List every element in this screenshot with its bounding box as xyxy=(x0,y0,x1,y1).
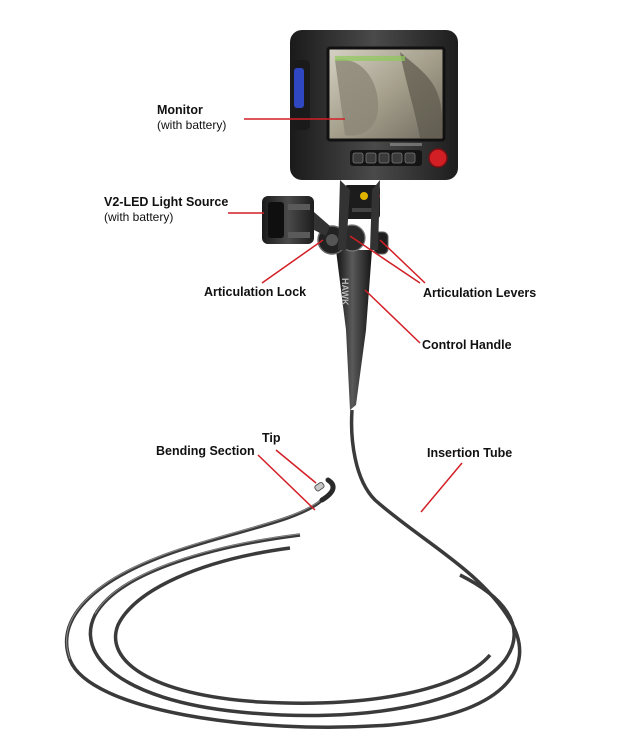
bending-section-label: Bending Section xyxy=(156,444,255,459)
leader-tip xyxy=(275,449,317,484)
leader-articulation-levers-2 xyxy=(379,239,426,284)
monitor-subtitle: (with battery) xyxy=(157,118,227,132)
insertion-tube-title: Insertion Tube xyxy=(427,446,513,460)
articulation-levers-label: Articulation Levers xyxy=(423,286,536,301)
control-handle-title: Control Handle xyxy=(422,338,512,352)
control-handle-label: Control Handle xyxy=(422,338,512,353)
tip-shape xyxy=(314,481,325,492)
tip-label: Tip xyxy=(262,431,281,446)
light-source-label: V2-LED Light Source (with battery) xyxy=(104,195,228,225)
light-source-shape xyxy=(262,196,330,244)
leader-articulation-levers-1 xyxy=(349,235,421,284)
bending-section-title: Bending Section xyxy=(156,444,255,458)
bending-section-shape xyxy=(319,477,336,503)
monitor-label: Monitor (with battery) xyxy=(157,103,226,133)
control-handle-shape xyxy=(336,250,372,410)
leader-control-handle xyxy=(364,289,421,344)
leader-insertion-tube xyxy=(420,462,463,513)
light-source-subtitle: (with battery) xyxy=(104,210,174,224)
leader-lines xyxy=(228,118,463,513)
monitor-shape xyxy=(290,30,458,180)
insertion-tube-label: Insertion Tube xyxy=(427,446,512,461)
light-source-title: V2-LED Light Source xyxy=(104,195,229,209)
leader-articulation-lock xyxy=(261,239,324,284)
monitor-title: Monitor xyxy=(157,103,203,117)
svg-text:HAWK: HAWK xyxy=(340,278,350,306)
articulation-lock-title: Articulation Lock xyxy=(204,285,307,299)
leader-bending-section xyxy=(257,454,316,511)
articulation-levers-title: Articulation Levers xyxy=(423,286,537,300)
articulation-lock-label: Articulation Lock xyxy=(204,285,306,300)
tip-title: Tip xyxy=(262,431,281,445)
articulation-assembly xyxy=(317,180,389,255)
insertion-tube-coils xyxy=(64,409,522,729)
